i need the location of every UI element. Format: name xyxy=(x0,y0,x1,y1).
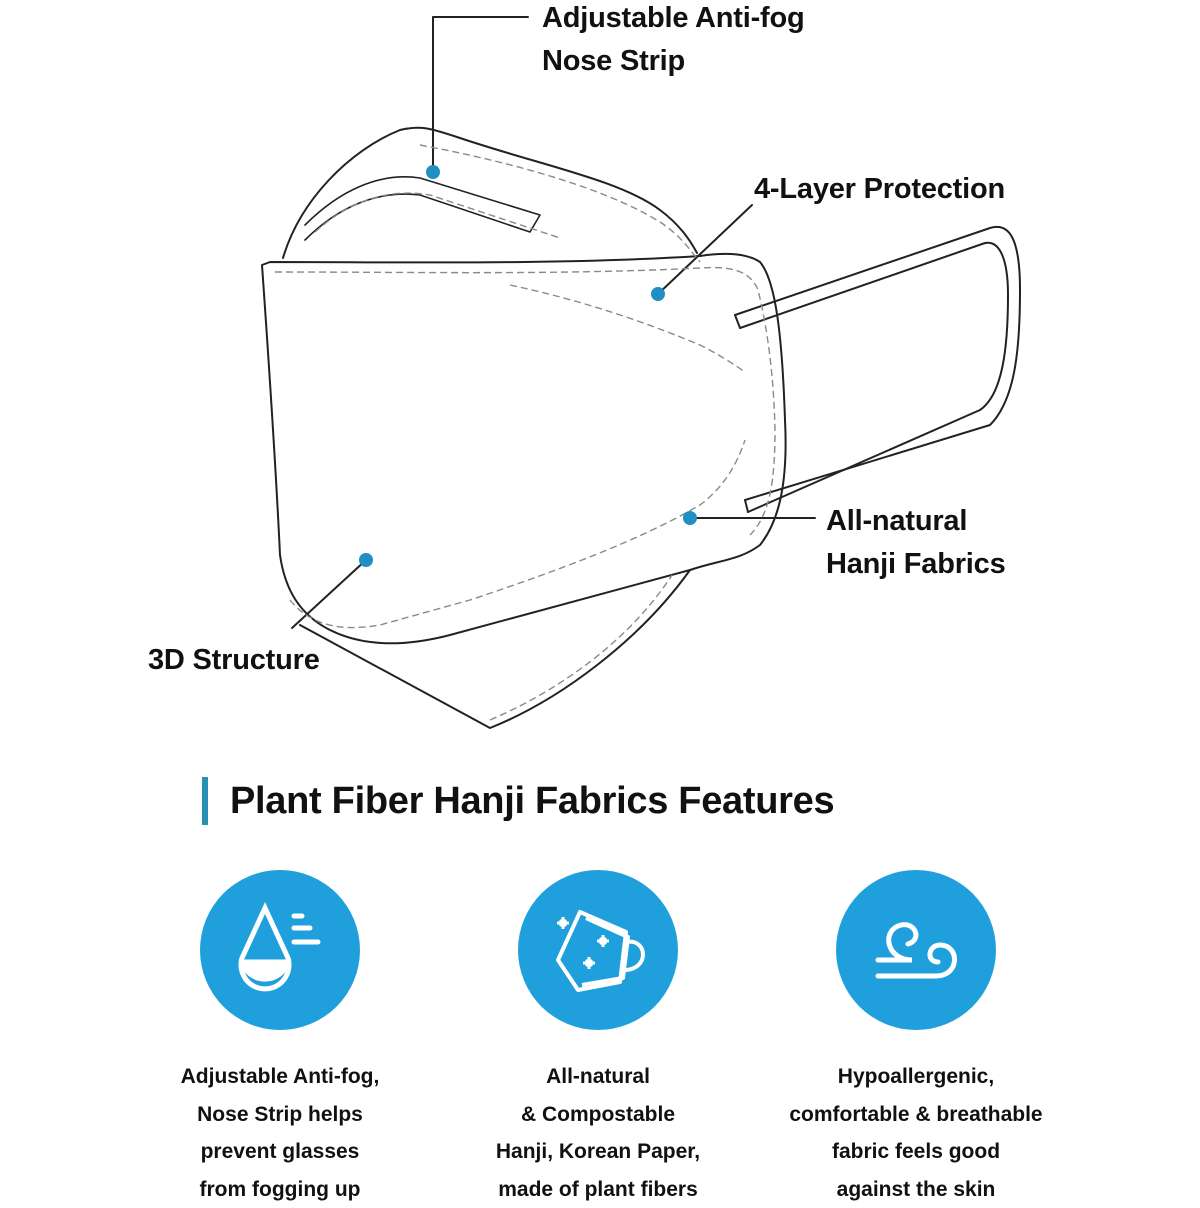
callout-line: All-natural xyxy=(826,500,1006,543)
desc-line: fabric feels good xyxy=(746,1133,1086,1171)
callout-line: 3D Structure xyxy=(148,639,320,682)
desc-line: & Compostable xyxy=(428,1096,768,1134)
desc-line: prevent glasses xyxy=(110,1133,450,1171)
callout-nose-strip: Adjustable Anti-fog Nose Strip xyxy=(542,0,805,83)
features-row: Adjustable Anti-fog, Nose Strip helps pr… xyxy=(0,870,1200,1200)
callout-line: Adjustable Anti-fog xyxy=(542,0,805,40)
layer-dot xyxy=(651,287,665,301)
callout-3d-structure: 3D Structure xyxy=(148,639,320,682)
nose-strip-dot xyxy=(426,165,440,179)
feature-description: Hypoallergenic, comfortable & breathable… xyxy=(746,1058,1086,1208)
section-heading: Plant Fiber Hanji Fabrics Features xyxy=(202,776,834,826)
callout-hanji-fabrics: All-natural Hanji Fabrics xyxy=(826,500,1006,586)
desc-line: comfortable & breathable xyxy=(746,1096,1086,1134)
callout-line: Nose Strip xyxy=(542,40,805,83)
mask-diagram: Adjustable Anti-fog Nose Strip 4-Layer P… xyxy=(0,0,1200,760)
callout-line: Hanji Fabrics xyxy=(826,543,1006,586)
breeze-wind-icon xyxy=(836,870,996,1030)
desc-line: Nose Strip helps xyxy=(110,1096,450,1134)
feature-description: Adjustable Anti-fog, Nose Strip helps pr… xyxy=(110,1058,450,1208)
callout-4-layer: 4-Layer Protection xyxy=(754,168,1005,211)
feature-description: All-natural & Compostable Hanji, Korean … xyxy=(428,1058,768,1208)
desc-line: Adjustable Anti-fog, xyxy=(110,1058,450,1096)
desc-line: against the skin xyxy=(746,1171,1086,1208)
desc-line: Hypoallergenic, xyxy=(746,1058,1086,1096)
feature-anti-fog: Adjustable Anti-fog, Nose Strip helps pr… xyxy=(110,870,450,1208)
hanji-dot xyxy=(683,511,697,525)
feature-compostable: All-natural & Compostable Hanji, Korean … xyxy=(428,870,768,1208)
callout-line: 4-Layer Protection xyxy=(754,168,1005,211)
accent-bar xyxy=(202,777,208,825)
structure-dot xyxy=(359,553,373,567)
water-drop-icon xyxy=(200,870,360,1030)
desc-line: from fogging up xyxy=(110,1171,450,1208)
desc-line: made of plant fibers xyxy=(428,1171,768,1208)
desc-line: Hanji, Korean Paper, xyxy=(428,1133,768,1171)
section-title: Plant Fiber Hanji Fabrics Features xyxy=(230,780,834,823)
desc-line: All-natural xyxy=(428,1058,768,1096)
eco-mask-icon xyxy=(518,870,678,1030)
feature-hypoallergenic: Hypoallergenic, comfortable & breathable… xyxy=(746,870,1086,1208)
